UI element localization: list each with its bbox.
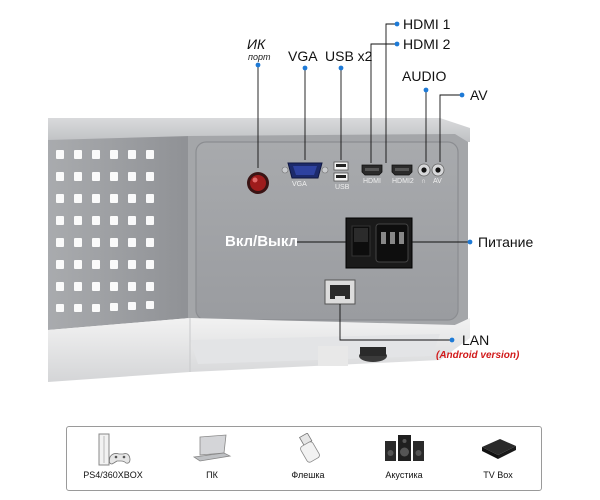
power-label: Питание — [478, 234, 534, 250]
ir-port-sublabel: порт — [248, 52, 271, 62]
vga-label: VGA — [288, 48, 318, 64]
device-label: ПК — [206, 470, 218, 480]
silk-hdmi1: HDMI — [363, 178, 381, 185]
tv-box-icon — [482, 439, 516, 459]
speakers-icon — [385, 435, 424, 461]
device-game-console: PS4/360XBOX — [67, 427, 159, 490]
silk-vga: VGA — [292, 181, 307, 188]
av-jack-icon — [431, 163, 445, 177]
hdmi-2-port-icon — [391, 164, 413, 176]
lan-android-note: (Android version) — [436, 350, 520, 361]
lan-port-icon — [324, 279, 356, 305]
vent-grid — [56, 150, 154, 312]
device-label: Акустика — [385, 470, 423, 480]
device-speakers: Акустика — [359, 427, 449, 490]
compatible-devices-panel: PS4/360XBOX ПК Флешка Акустика — [66, 426, 542, 491]
laptop-icon — [192, 434, 232, 462]
hdmi-1-label: HDMI 1 — [403, 16, 451, 32]
power-switch-and-socket — [345, 217, 413, 269]
usb-ports-icon — [333, 161, 349, 182]
audio-jack-icon — [417, 163, 431, 177]
lan-label: LAN — [462, 332, 490, 348]
device-label: PS4/360XBOX — [83, 470, 143, 480]
on-off-label: Вкл/Выкл — [225, 233, 299, 250]
device-usb-flash: Флешка — [263, 427, 353, 490]
ir-port-icon — [247, 172, 269, 194]
av-label: AV — [470, 87, 488, 103]
silk-usb: USB — [335, 184, 350, 191]
audio-label: AUDIO — [402, 68, 447, 84]
hdmi-2-label: HDMI 2 — [403, 36, 451, 52]
hdmi-1-port-icon — [361, 164, 383, 176]
silk-av: AV — [433, 178, 442, 185]
usb-label: USB x2 — [325, 48, 373, 64]
device-label: TV Box — [483, 470, 513, 480]
vga-port-icon — [281, 162, 329, 179]
ir-port-label: ИК — [247, 36, 266, 52]
usb-flash-icon — [298, 433, 320, 463]
device-label: Флешка — [291, 470, 325, 480]
silk-hdmi2: HDMI2 — [392, 178, 414, 185]
device-tv-box: TV Box — [455, 427, 541, 490]
pointer-dots — [255, 21, 473, 343]
leader-lines — [257, 23, 470, 341]
silk-audio: ∩ — [421, 178, 427, 185]
game-console-icon — [98, 433, 131, 466]
device-laptop: ПК — [167, 427, 257, 490]
